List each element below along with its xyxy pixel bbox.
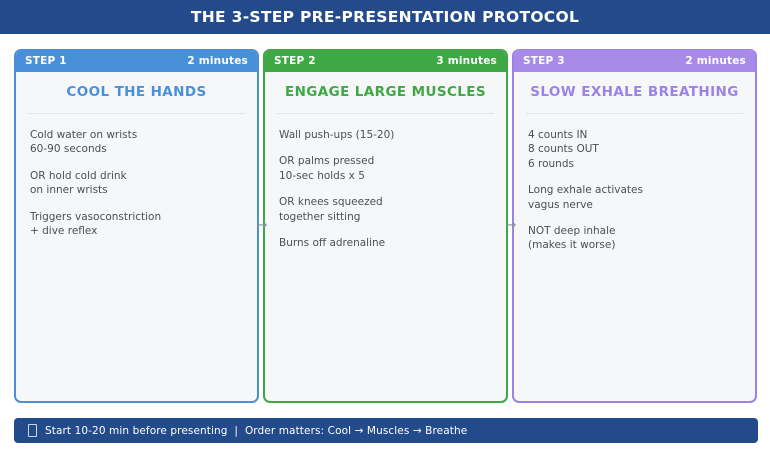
- page-title: THE 3-STEP PRE-PRESENTATION PROTOCOL: [190, 8, 580, 26]
- step-card-2-item-4: Burns off adrenaline: [279, 236, 386, 249]
- step-card-1-item-3: Triggers vasoconstriction + dive reflex: [30, 210, 162, 237]
- step-card-3-step-label: STEP 3: [523, 55, 565, 67]
- step-card-2-item-2: OR palms pressed 10-sec holds x 5: [279, 155, 375, 182]
- step-card-3-item-2: Long exhale activates vagus nerve: [528, 184, 643, 211]
- step-card-1-item-1: Cold water on wrists 60-90 seconds: [30, 128, 138, 156]
- step-card-3-header: STEP 3 2 minutes: [514, 50, 755, 72]
- step-card-1-header: STEP 1 2 minutes: [16, 50, 257, 72]
- step-card-1[interactable]: STEP 1 2 minutes COOL THE HANDS Cold wat…: [14, 49, 259, 403]
- step-card-3-body: 4 counts IN 8 counts OUT 6 rounds Long e…: [514, 114, 755, 401]
- step-card-1-title: COOL THE HANDS: [66, 84, 207, 100]
- steps-container: STEP 1 2 minutes COOL THE HANDS Cold wat…: [14, 49, 758, 403]
- step-card-3-divider: [526, 112, 743, 114]
- connector-slot-2: →: [506, 49, 517, 403]
- step-card-2-divider: [277, 112, 494, 114]
- footer-note: Start 10-20 min before presenting | Orde…: [45, 424, 468, 437]
- step-card-2-title: ENGAGE LARGE MUSCLES: [284, 84, 487, 100]
- step-card-3-item-1: 4 counts IN 8 counts OUT 6 rounds: [528, 128, 599, 170]
- connector-slot-1: →: [257, 49, 268, 403]
- step-card-1-duration-badge: 2 minutes: [187, 55, 248, 67]
- step-card-2-header: STEP 2 3 minutes: [265, 50, 506, 72]
- step-card-1-divider: [28, 112, 245, 114]
- step-card-1-body: Cold water on wrists 60-90 seconds OR ho…: [16, 114, 257, 401]
- step-card-2-body: Wall push-ups (15-20) OR palms pressed 1…: [265, 114, 506, 401]
- step-card-1-step-label: STEP 1: [25, 55, 67, 67]
- step-card-3-item-3: NOT deep inhale (makes it worse): [528, 224, 616, 252]
- arrow-right-icon: →: [256, 218, 268, 233]
- missing-glyph-box-icon: [28, 424, 37, 437]
- step-card-2-duration-badge: 3 minutes: [436, 55, 497, 67]
- step-card-3-duration-badge: 2 minutes: [685, 55, 746, 67]
- step-card-3-title: SLOW EXHALE BREATHING: [530, 84, 739, 100]
- step-card-1-item-2: OR hold cold drink on inner wrists: [30, 169, 127, 197]
- step-card-2-item-1: Wall push-ups (15-20): [279, 128, 395, 141]
- footer-bar: Start 10-20 min before presenting | Orde…: [14, 418, 758, 443]
- arrow-right-icon: →: [505, 218, 517, 233]
- step-card-2-item-3: OR knees squeezed together sitting: [279, 196, 383, 223]
- page-title-bar: THE 3-STEP PRE-PRESENTATION PROTOCOL: [0, 0, 770, 34]
- step-card-3[interactable]: STEP 3 2 minutes SLOW EXHALE BREATHING 4…: [512, 49, 757, 403]
- step-card-2[interactable]: STEP 2 3 minutes ENGAGE LARGE MUSCLES Wa…: [263, 49, 508, 403]
- step-card-2-step-label: STEP 2: [274, 55, 316, 67]
